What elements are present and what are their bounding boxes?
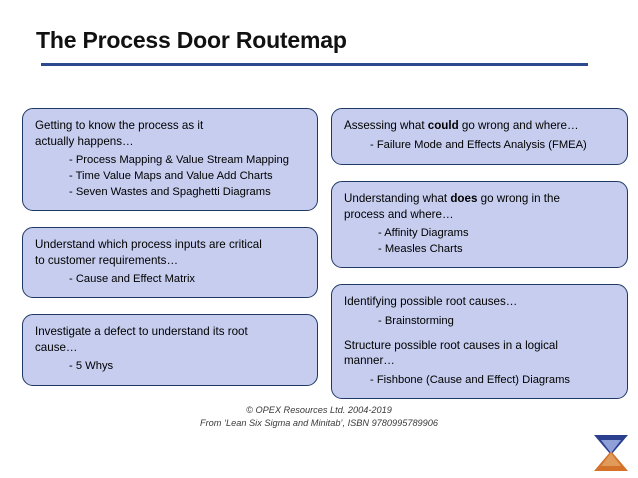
card-tool-list: - Affinity Diagrams - Measles Charts	[344, 225, 615, 257]
list-item: - Measles Charts	[378, 243, 463, 255]
title-underline-rule	[41, 63, 588, 66]
card-subheading: Structure possible root causes in a logi…	[344, 338, 615, 369]
list-item: - Time Value Maps and Value Add Charts	[69, 170, 273, 182]
card-heading-suffix: go wrong and where…	[458, 119, 579, 132]
footer-line-1: © OPEX Resources Ltd. 2004-2019	[246, 405, 392, 415]
list-item: - Cause and Effect Matrix	[69, 273, 196, 285]
card-tool-list: - Failure Mode and Effects Analysis (FME…	[344, 137, 615, 153]
card-heading-line2: actually happens…	[35, 134, 134, 148]
card-heading-line1: Investigate a defect to understand its r…	[35, 325, 248, 338]
card-heading-line2: process and where…	[344, 207, 454, 221]
card-sub-tool-list: - Fishbone (Cause and Effect) Diagrams	[344, 372, 615, 388]
list-item: - Brainstorming	[378, 314, 454, 327]
card-heading: Assessing what could go wrong and where…	[344, 118, 615, 134]
card-identify-root-causes: Identifying possible root causes… - Brai…	[331, 284, 628, 399]
card-tool-list: - Process Mapping & Value Stream Mapping…	[35, 152, 305, 200]
card-tool-list: - 5 Whys	[35, 358, 305, 374]
card-heading-prefix: Understanding what	[344, 192, 451, 205]
list-item: - 5 Whys	[69, 360, 114, 372]
card-root-cause-defect: Investigate a defect to understand its r…	[22, 314, 318, 386]
list-item: - Failure Mode and Effects Analysis (FME…	[370, 138, 587, 151]
card-heading: Getting to know the process as it actual…	[35, 118, 305, 149]
right-column: Assessing what could go wrong and where……	[331, 108, 628, 415]
card-heading-emphasis: could	[427, 119, 459, 132]
card-heading-emphasis: does	[450, 192, 478, 205]
card-process-mapping: Getting to know the process as it actual…	[22, 108, 318, 211]
card-critical-inputs: Understand which process inputs are crit…	[22, 227, 318, 298]
card-heading-line2: cause…	[35, 340, 78, 354]
card-heading: Understand which process inputs are crit…	[35, 237, 305, 268]
card-tool-list: - Cause and Effect Matrix	[35, 271, 305, 287]
card-heading-line1: Identifying possible root causes…	[344, 295, 518, 308]
left-column: Getting to know the process as it actual…	[22, 108, 318, 402]
opex-hourglass-logo	[592, 433, 630, 473]
card-heading: Investigate a defect to understand its r…	[35, 324, 305, 355]
card-fmea: Assessing what could go wrong and where……	[331, 108, 628, 165]
footer-line-2: From ‘Lean Six Sigma and Minitab’, ISBN …	[200, 417, 438, 428]
list-item: - Seven Wastes and Spaghetti Diagrams	[69, 186, 271, 198]
card-heading-prefix: Assessing what	[344, 119, 428, 132]
card-heading-line1: Getting to know the process as it	[35, 119, 204, 132]
list-item: - Affinity Diagrams	[378, 227, 469, 239]
card-heading-line1: Understand which process inputs are crit…	[35, 238, 262, 251]
list-item: - Process Mapping & Value Stream Mapping	[69, 154, 289, 166]
card-heading-suffix: go wrong in the	[477, 192, 560, 205]
card-what-does-go-wrong: Understanding what does go wrong in the …	[331, 181, 628, 268]
card-subheading-line1: Structure possible root causes in a logi…	[344, 338, 558, 352]
opex-hourglass-icon	[594, 435, 628, 471]
card-heading-line2: to customer requirements…	[35, 253, 179, 267]
footer-copyright: © OPEX Resources Ltd. 2004-2019 From ‘Le…	[0, 404, 638, 429]
list-item: - Fishbone (Cause and Effect) Diagrams	[370, 373, 571, 386]
card-tool-list: - Brainstorming	[344, 313, 615, 329]
card-heading: Identifying possible root causes…	[344, 294, 615, 310]
card-subheading-line2: manner…	[344, 354, 395, 367]
card-heading: Understanding what does go wrong in the …	[344, 191, 615, 222]
page-title: The Process Door Routemap	[36, 27, 347, 53]
